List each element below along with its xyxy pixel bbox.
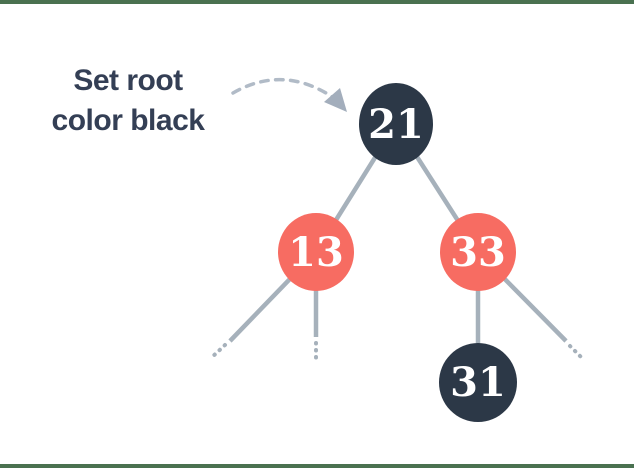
tree-node-33: 33 bbox=[440, 213, 516, 291]
annotation-line-2: color black bbox=[51, 104, 205, 137]
dashed-arrow-curve bbox=[231, 77, 343, 105]
top-edge-strip bbox=[0, 0, 634, 4]
tree-node-21: 21 bbox=[359, 83, 433, 165]
bottom-edge-strip bbox=[0, 464, 634, 468]
dots-33-right bbox=[568, 344, 586, 362]
node-31-label: 31 bbox=[450, 359, 506, 406]
node-33-label: 33 bbox=[450, 228, 506, 276]
dots-13-left bbox=[208, 343, 227, 361]
tree-node-13: 13 bbox=[278, 213, 354, 291]
annotation-line-1: Set root bbox=[73, 64, 183, 97]
annotation-text: Set root color black bbox=[28, 61, 228, 141]
arrow-head-icon bbox=[324, 88, 347, 112]
node-13-label: 13 bbox=[288, 228, 344, 276]
node-21-label: 21 bbox=[368, 100, 424, 148]
tree-node-31: 31 bbox=[439, 343, 517, 422]
